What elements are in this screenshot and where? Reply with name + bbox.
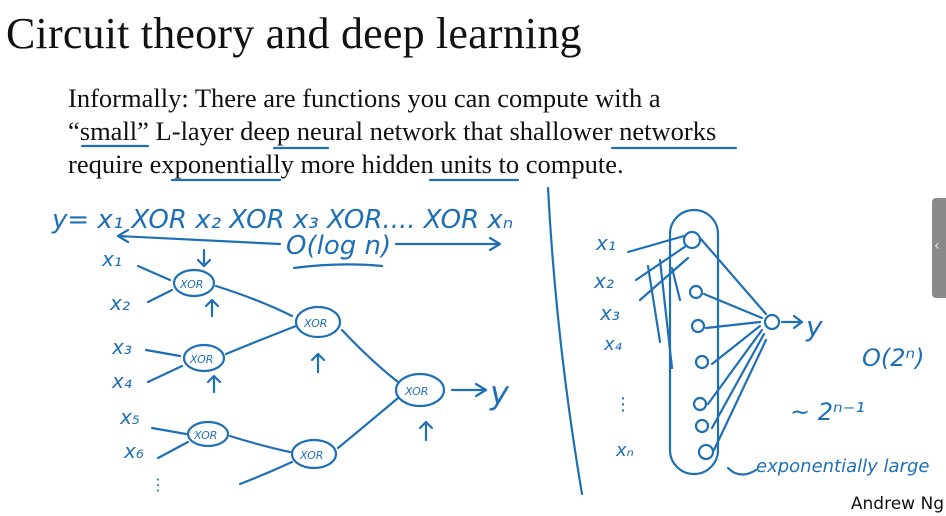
arrow-down-gate1 (196, 248, 212, 268)
hidden-unit (692, 396, 708, 412)
output-edges (698, 236, 768, 452)
input-x3-right: x₃ (599, 301, 620, 325)
divider-line (546, 186, 584, 496)
output-unit (763, 313, 781, 331)
xor-gate-3 (186, 420, 230, 448)
edge-g2-g4 (224, 324, 298, 356)
depth-label: O(log n) (286, 231, 391, 261)
arrow-x3 (144, 348, 182, 358)
depth-arrow-left (116, 228, 282, 246)
arrow-to-y-right (780, 314, 804, 330)
arrow-to-y-left (450, 382, 488, 398)
input-x1-left: x₁ (101, 247, 122, 271)
edge-g1-g4 (214, 284, 294, 318)
body-line-2: “small” L-layer deep neural network that… (68, 116, 717, 146)
xor-gate-4-label: XOR (303, 317, 327, 330)
chevron-left-icon: ‹ (934, 238, 940, 254)
depth-arrow-right (394, 236, 502, 252)
body-line-1: Informally: There are functions you can … (68, 83, 661, 113)
arrow-x4 (146, 364, 184, 384)
arrow-up-gate1 (204, 298, 220, 318)
hidden-unit (694, 418, 710, 434)
shallow-note: exponentially large (756, 456, 929, 477)
input-x4-left: x₄ (111, 369, 132, 393)
hidden-unit (694, 354, 710, 370)
arrow-x1 (136, 264, 172, 282)
side-panel-toggle[interactable]: ‹ (932, 198, 946, 298)
equation-text: y= x₁ XOR x₂ XOR x₃ XOR.... XOR xₙ (51, 205, 513, 235)
depth-underline (292, 263, 384, 270)
input-x3-left: x₃ (111, 335, 132, 359)
xor-gate-1-label: XOR (179, 278, 203, 291)
arrow-up-gate4 (310, 352, 326, 374)
arrow-x2 (146, 288, 174, 304)
output-y-right: y (805, 310, 823, 343)
input-ellipsis-left: ⋮ (150, 475, 166, 494)
xor-gate-1 (172, 268, 216, 298)
input-x5-left: x₅ (119, 405, 140, 429)
xor-gate-2 (182, 343, 226, 373)
hidden-unit (697, 443, 715, 461)
edge-g3-g5 (228, 434, 292, 454)
xor-gate-4 (294, 305, 342, 339)
arrow-up-gate2 (206, 374, 222, 394)
xor-gate-2-label: XOR (189, 353, 213, 366)
exponential-brace (726, 466, 758, 476)
body-line-3: require exponentially more hidden units … (68, 149, 624, 179)
slide-title: Circuit theory and deep learning (6, 9, 582, 58)
input-x2-left: x₂ (109, 291, 130, 315)
input-x2-right: x₂ (593, 269, 614, 293)
shallow-units-label: ~ 2ⁿ⁻¹ (790, 398, 865, 426)
input-xn-right: xₙ (615, 440, 634, 461)
xor-gate-6-label: XOR (404, 385, 428, 398)
arrow-x5 (150, 426, 188, 436)
input-x4-right: x₄ (603, 334, 623, 355)
xor-gate-5-label: XOR (299, 449, 323, 462)
edge-g4-g6 (340, 328, 400, 384)
edge-x6-g5 (238, 460, 294, 486)
hidden-unit (688, 284, 704, 300)
hidden-unit (690, 318, 706, 334)
output-y-left: y (489, 374, 510, 412)
author-name: Andrew Ng (850, 494, 944, 514)
arrow-x6 (156, 440, 190, 460)
input-x6-left: x₆ (123, 439, 144, 463)
xor-gate-6 (394, 372, 446, 408)
input-edges (626, 234, 690, 370)
input-x1-right: x₁ (595, 231, 616, 255)
arrow-up-gate6 (418, 420, 434, 442)
shallow-size-label: O(2ⁿ) (862, 344, 924, 372)
input-ellipsis-right: ⋮ (614, 394, 632, 415)
slide-body: Informally: There are functions you can … (68, 82, 908, 181)
hidden-unit (682, 230, 702, 250)
xor-gate-5 (290, 438, 338, 470)
xor-gate-3-label: XOR (193, 429, 217, 442)
edge-g5-g6 (336, 396, 400, 450)
